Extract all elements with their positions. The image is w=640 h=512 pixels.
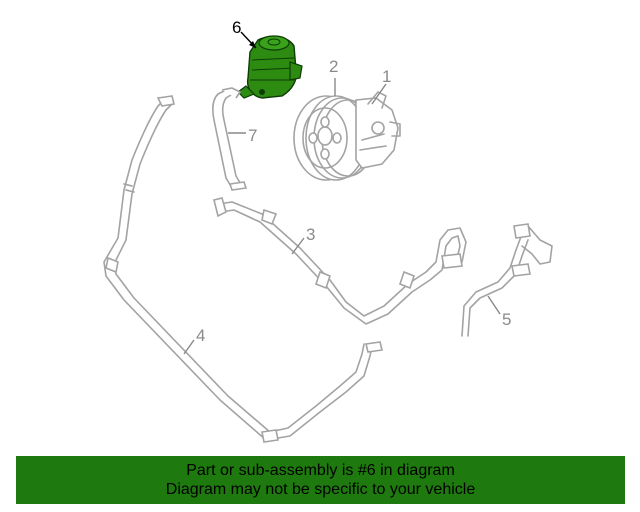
callout-number: 3 [306,225,315,244]
info-banner: Part or sub-assembly is #6 in diagram Di… [16,456,625,504]
callout-number: 4 [196,326,205,345]
part-6-reservoir[interactable] [237,35,303,99]
parts-diagram: 1 2 3 4 5 6 7 [103,18,553,443]
callout-2: 2 [329,57,338,96]
callout-7: 7 [228,126,257,145]
part-4-return-line[interactable] [103,95,383,443]
callout-number: 6 [232,18,241,37]
part-1-pump[interactable] [355,91,401,169]
callout-6: 6 [232,18,257,49]
callout-5: 5 [487,295,511,329]
callout-number: 1 [382,67,391,86]
banner-line-2: Diagram may not be specific to your vehi… [165,481,476,498]
callout-number: 7 [248,126,257,145]
callout-1: 1 [371,67,391,105]
callout-number: 2 [329,57,338,76]
callout-3: 3 [291,225,315,255]
part-7-hose[interactable] [212,87,248,191]
part-3-pressure-line[interactable] [213,197,467,325]
callout-number: 5 [502,310,511,329]
part-5-small-line[interactable] [461,223,553,337]
callout-4: 4 [183,326,205,355]
part-2-pulley[interactable] [293,95,375,181]
banner-line-1: Part or sub-assembly is #6 in diagram [186,462,455,479]
